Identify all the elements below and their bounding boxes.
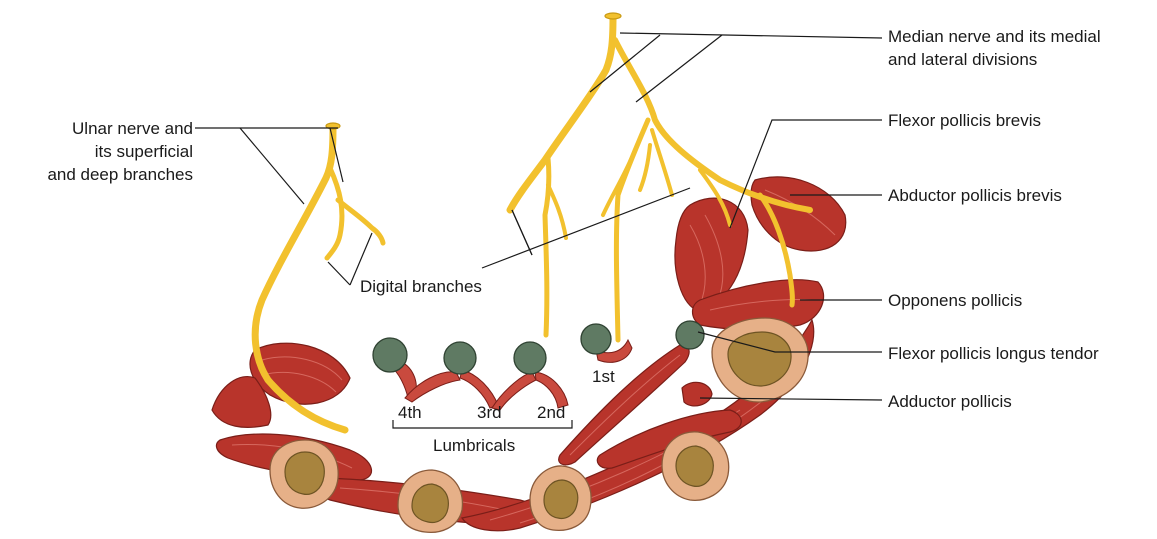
adductor-pollicis-label: Adductor pollicis [888, 392, 1012, 411]
digital-branches-label: Digital branches [360, 277, 482, 296]
abductor-pollicis-brevis-label: Abductor pollicis brevis [888, 186, 1062, 205]
labels: Ulnar nerve and its superficial and deep… [47, 27, 1100, 455]
ulnar-nerve-label-line3: and deep branches [47, 165, 193, 184]
lumbrical-3rd-label: 3rd [477, 403, 502, 422]
flexor-pollicis-longus-label: Flexor pollicis longus tendor [888, 344, 1099, 363]
median-nerve-label-line2: and lateral divisions [888, 50, 1037, 69]
lumbrical-2nd-tendon [514, 342, 546, 374]
ulnar-nerve-label-line1: Ulnar nerve and [72, 119, 193, 138]
lumbrical-4th-tendon [373, 338, 407, 372]
lumbricals-label: Lumbricals [433, 436, 515, 455]
ulnar-nerve-label-line2: its superficial [95, 142, 193, 161]
lumbrical-4th-label: 4th [398, 403, 422, 422]
fpl-tendon-head [676, 321, 704, 349]
lumbrical-1st-label: 1st [592, 367, 615, 386]
lumbrical-2nd-label: 2nd [537, 403, 565, 422]
median-nerve-label-line1: Median nerve and its medial [888, 27, 1101, 46]
opponens-pollicis-label: Opponens pollicis [888, 291, 1022, 310]
lumbrical-1st-tendon [581, 324, 611, 354]
flexor-pollicis-brevis-label: Flexor pollicis brevis [888, 111, 1041, 130]
lumbrical-3rd-tendon [444, 342, 476, 374]
